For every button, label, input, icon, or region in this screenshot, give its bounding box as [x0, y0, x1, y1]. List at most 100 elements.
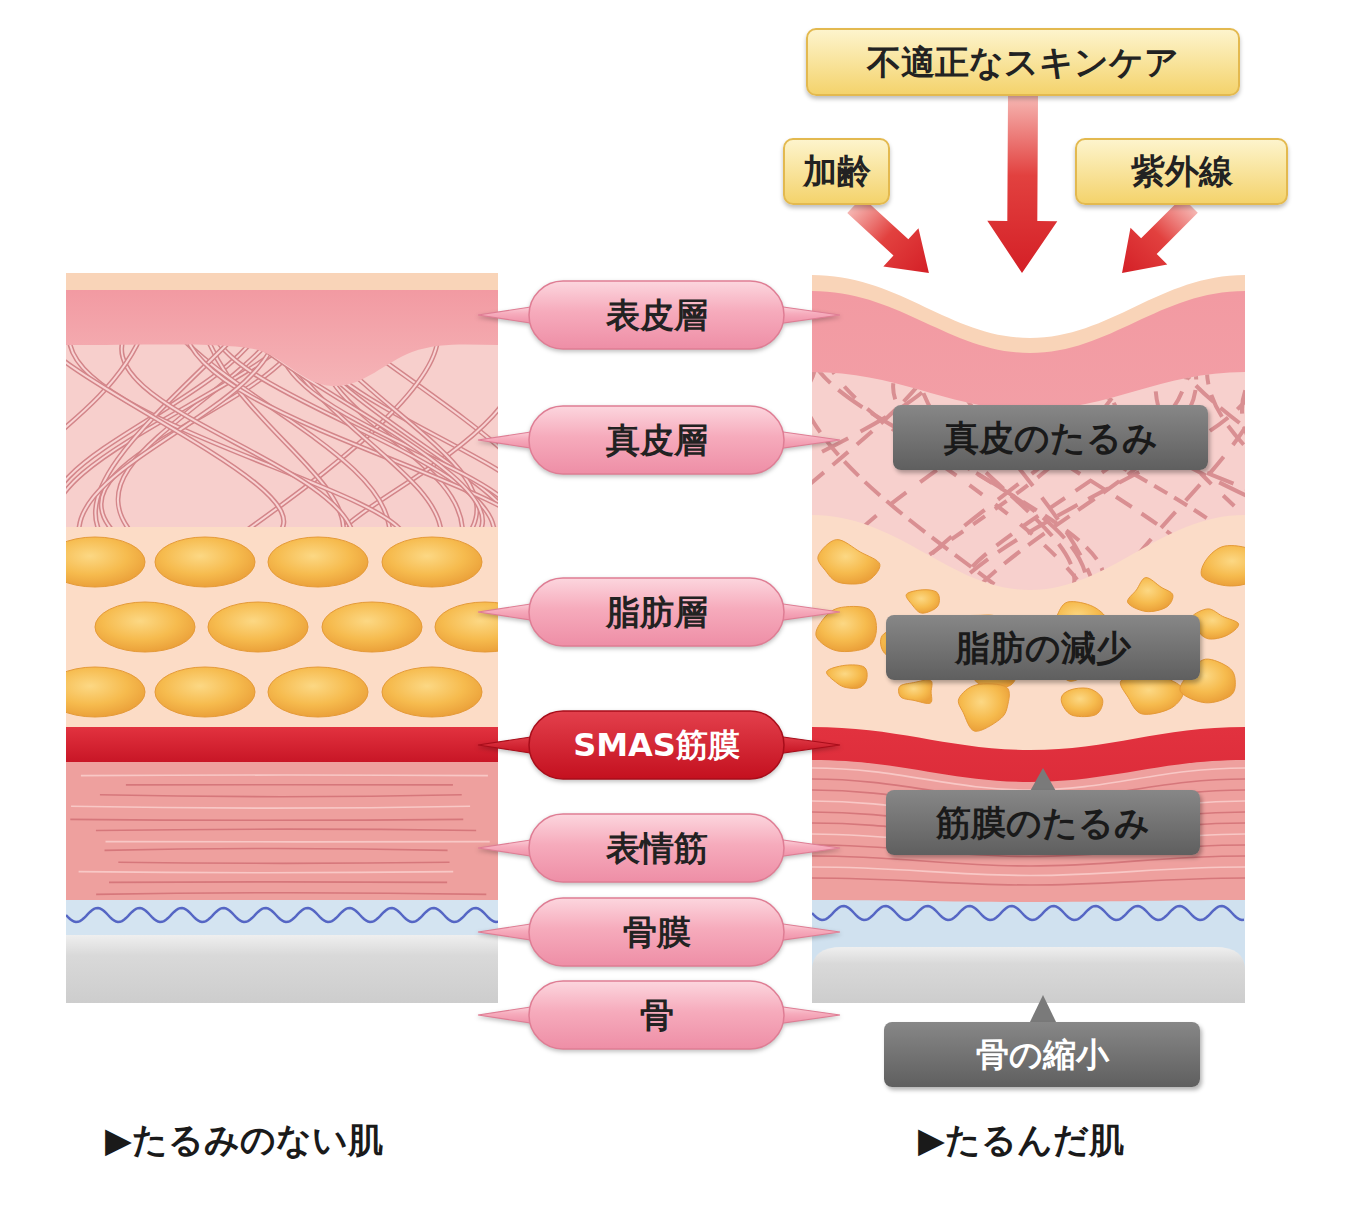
fat-cell [435, 602, 498, 652]
label-text: 脂肪層 [606, 592, 708, 633]
label-text: 骨の縮小 [976, 1035, 1109, 1075]
collagen-fiber [66, 330, 145, 527]
epidermis-layer [812, 291, 1245, 1003]
muscle-fiber [71, 806, 470, 808]
label-text: 加齢 [803, 151, 871, 192]
fat-cell [382, 537, 482, 587]
fat-cell [268, 537, 368, 587]
change-label: 真皮のたるみ [893, 405, 1208, 470]
collagen-fiber [66, 330, 284, 527]
shrunken-fat-cell [818, 540, 880, 584]
shrunken-fat-cell [827, 665, 868, 689]
shrunken-fat-cell [1120, 676, 1183, 715]
label-pill [529, 814, 784, 882]
fat-layer [812, 515, 1245, 1003]
muscle-fiber [118, 862, 449, 863]
label-text: 骨 [640, 995, 674, 1036]
muscle-fiber [812, 856, 1245, 866]
bone-layer [66, 935, 498, 1003]
change-label: 骨の縮小 [884, 1022, 1200, 1087]
muscle-fiber [96, 893, 486, 895]
skin-panel: ▶たるんだ肌真皮のたるみ脂肪の減少筋膜のたるみ [812, 273, 1245, 1003]
fat-cell [382, 667, 482, 717]
broken-fiber [945, 360, 1098, 600]
layer-label: 脂肪層 [528, 577, 785, 647]
sagging-skin [812, 275, 1245, 1003]
muscle-fiber [126, 784, 453, 786]
periosteum-wave [66, 908, 498, 922]
fat-cell [66, 537, 145, 587]
layer-label: 表情筋 [528, 813, 785, 883]
layer-label: 骨 [528, 980, 785, 1050]
fat-cell [208, 602, 308, 652]
muscle-fiber [109, 881, 447, 883]
label-pill [529, 898, 784, 966]
label-pill [529, 406, 784, 474]
label-text: 不適正なスキンケア [867, 42, 1179, 83]
cause-box: 加齢 [783, 138, 890, 205]
panel-caption: ▶たるんだ肌 [918, 1119, 1124, 1161]
label-text: 真皮のたるみ [944, 417, 1158, 459]
shrunken-fat-cell [906, 590, 939, 613]
smas-layer [812, 727, 1245, 1003]
cause-box: 不適正なスキンケア [806, 28, 1240, 96]
muscle-fiber [106, 841, 490, 843]
label-pill [529, 281, 784, 349]
label-text: 脂肪の減少 [955, 627, 1131, 669]
fat-cell [95, 602, 195, 652]
dermis-layer [812, 372, 1245, 1003]
layer-label: 真皮層 [528, 405, 785, 475]
layer-label: 骨膜 [528, 897, 785, 967]
collagen-fiber-core [66, 330, 284, 527]
broken-fiber [812, 360, 1087, 600]
muscle-fiber [812, 867, 1245, 876]
label-pointer [1029, 995, 1057, 1024]
periosteum-wave [812, 906, 1244, 920]
periosteum-layer [66, 900, 498, 936]
shrunken-fat-cell [899, 680, 933, 704]
collagen-fiber-core [79, 330, 277, 527]
muscle-fiber [105, 848, 448, 850]
fat-cell [268, 667, 368, 717]
muscle-fiber [812, 878, 1245, 885]
cause-arrow [1122, 197, 1198, 273]
epidermis-layer [66, 290, 498, 386]
label-text: 筋膜のたるみ [936, 802, 1150, 844]
shrunken-fat-cell [1061, 688, 1103, 717]
label-pill [529, 578, 784, 646]
collagen-fiber [79, 330, 277, 527]
healthy-skin [66, 273, 498, 1003]
layer-label: SMAS筋膜 [528, 710, 785, 780]
fat-cell [66, 667, 145, 717]
label-text: SMAS筋膜 [573, 726, 740, 764]
label-text: 真皮層 [606, 420, 708, 461]
smas-layer [66, 727, 498, 762]
layer-label: 表皮層 [528, 280, 785, 350]
change-label: 脂肪の減少 [886, 615, 1200, 680]
label-text: 表情筋 [606, 828, 708, 869]
shrunken-bone [812, 947, 1245, 1003]
muscle-layer [812, 760, 1245, 1003]
muscle-fiber [81, 774, 488, 776]
epidermis-surface [812, 275, 1245, 1003]
shrunken-fat-cell [958, 684, 1009, 731]
cause-box: 紫外線 [1075, 138, 1288, 205]
periosteum-layer [812, 900, 1245, 1003]
skin-panel: ▶たるみのない肌 [66, 273, 498, 1003]
cause-arrow [847, 197, 929, 273]
label-text: 骨膜 [623, 912, 691, 953]
collagen-fiber-core [66, 330, 145, 527]
fat-cell [155, 667, 255, 717]
shrunken-fat-cell [1127, 578, 1172, 612]
cause-arrow [987, 96, 1057, 273]
change-label: 筋膜のたるみ [886, 790, 1200, 855]
muscle-fiber [100, 795, 462, 797]
fat-cell [155, 537, 255, 587]
label-text: 紫外線 [1131, 151, 1233, 192]
label-pill [529, 711, 784, 779]
muscle-fiber [812, 768, 1245, 790]
muscle-fiber [70, 819, 463, 821]
shrunken-fat-cell [1201, 546, 1245, 586]
label-text: 表皮層 [606, 295, 708, 336]
